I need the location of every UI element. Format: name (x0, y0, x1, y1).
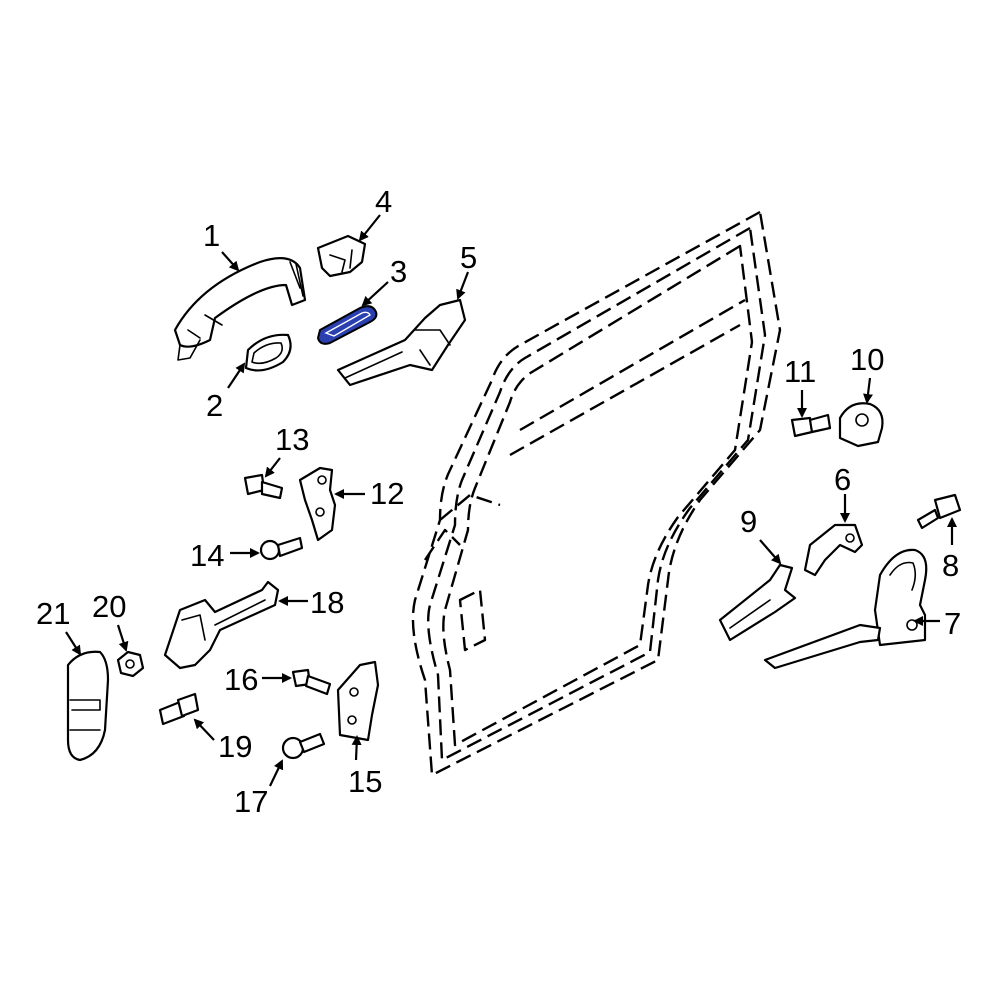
part-19-check-bolt[interactable] (158, 692, 200, 726)
part-12-upper-hinge[interactable] (298, 466, 337, 542)
callout-21: 21 (36, 596, 70, 631)
door-shell-outline (411, 210, 782, 777)
callout-9: 9 (740, 504, 757, 539)
part-1-outside-handle[interactable] (173, 257, 307, 361)
callout-20: 20 (92, 589, 126, 624)
part-2-gasket[interactable] (244, 333, 292, 372)
callout-15: 15 (348, 764, 382, 799)
callout-13: 13 (275, 422, 309, 457)
callout-1: 1 (203, 218, 220, 253)
part-11-striker-bolt[interactable] (790, 413, 832, 438)
callout-numbers: 1 2 3 4 5 6 7 8 9 10 11 12 13 14 15 16 1… (36, 184, 961, 819)
part-10-door-striker[interactable] (838, 402, 884, 448)
callout-6: 6 (834, 462, 851, 497)
callout-12: 12 (370, 476, 404, 511)
callout-18: 18 (310, 585, 344, 620)
part-18-door-check[interactable] (163, 580, 280, 670)
callout-14: 14 (190, 538, 224, 573)
part-5-handle-bracket[interactable] (336, 298, 467, 387)
part-17-hinge-bolt[interactable] (281, 732, 326, 760)
part-3-handle-seal-highlighted[interactable] (316, 305, 378, 345)
callout-7: 7 (944, 606, 961, 641)
callout-17: 17 (234, 784, 268, 819)
callout-10: 10 (850, 342, 884, 377)
callout-leaders (65, 214, 957, 787)
callout-4: 4 (375, 184, 392, 219)
callout-8: 8 (942, 548, 959, 583)
part-4-handle-cap[interactable] (316, 234, 367, 278)
part-20-check-nut[interactable] (116, 650, 145, 678)
part-9-lock-bracket[interactable] (718, 563, 797, 642)
part-14-hinge-bolt[interactable] (259, 536, 304, 561)
callout-11: 11 (784, 354, 816, 389)
part-13-hinge-bolt[interactable] (243, 473, 284, 500)
callout-2: 2 (206, 388, 223, 423)
part-6-latch-bracket[interactable] (803, 523, 864, 577)
part-8-latch-bolt[interactable] (916, 493, 962, 530)
part-21-check-cover[interactable] (66, 650, 110, 762)
callout-5: 5 (460, 240, 477, 275)
part-16-hinge-bolt[interactable] (291, 668, 332, 696)
callout-19: 19 (218, 729, 252, 764)
callout-16: 16 (224, 662, 258, 697)
part-15-lower-hinge[interactable] (336, 660, 380, 742)
callout-3: 3 (390, 254, 407, 289)
